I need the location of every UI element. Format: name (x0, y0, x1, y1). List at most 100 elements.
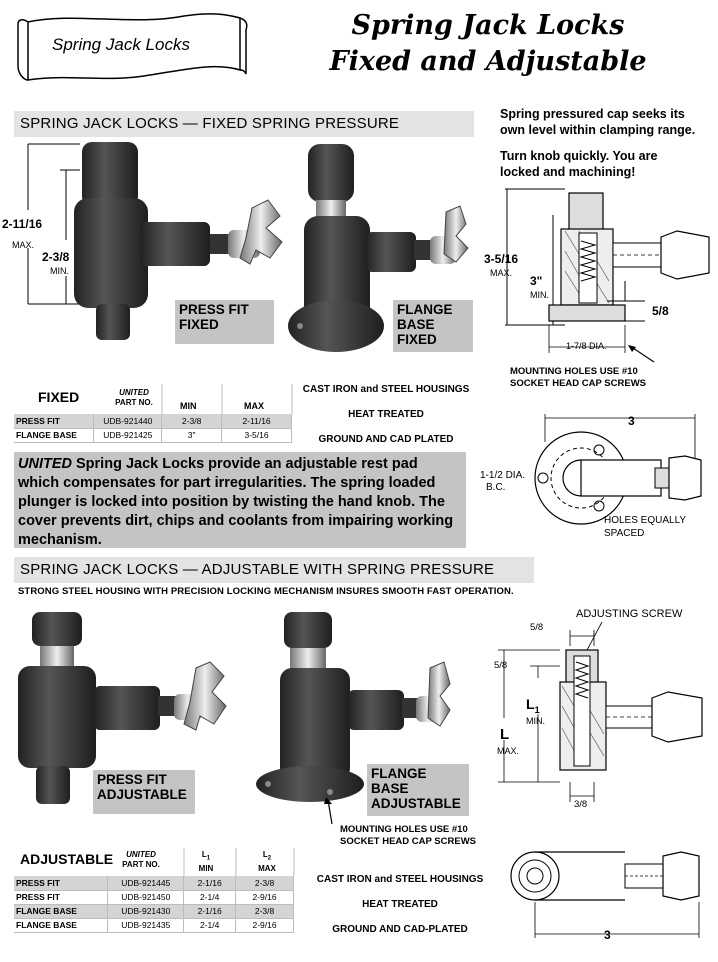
header-line: MAX (258, 863, 276, 873)
note-line: B.C. (486, 482, 506, 493)
min-value: 2-1/16 (183, 876, 237, 891)
fixed-spec-table: PRESS FIT UDB-921440 2-3/8 2-11/16 FLANG… (14, 414, 292, 443)
row-label: FLANGE BASE (14, 918, 109, 933)
caption-press-fit-adjustable: PRESS FIT ADJUSTABLE (93, 770, 195, 814)
adjustable-l-max: MAX. (497, 746, 520, 756)
header-line: UNITED (119, 388, 149, 397)
arrow-icon (628, 345, 655, 363)
note-line: MOUNTING HOLES USE #10 (510, 366, 638, 377)
adjustable-material-notes: CAST IRON and STEEL HOUSINGS HEAT TREATE… (300, 874, 500, 935)
fixed-diagram-inner-value: 3" (530, 274, 543, 288)
press-fit-adjustable-jack-lock-image (18, 612, 227, 804)
note-turn-knob: Turn knob quickly. You are locked and ma… (500, 148, 657, 180)
flange-base-fixed-jack-lock-image (288, 144, 469, 352)
max-value: 2-3/8 (235, 904, 294, 919)
fixed-table-header-dividers (161, 384, 293, 414)
press-fit-fixed-jack-lock-image (74, 142, 283, 340)
arrow-icon (324, 797, 333, 825)
fixed-max-height-value: 2-11/16 (2, 217, 43, 231)
adjustable-bottom-width: 3 (604, 928, 611, 942)
caption-line: BASE (397, 317, 435, 332)
table-row: FLANGE BASE UDB-921435 2-1/4 2-9/16 (14, 918, 294, 933)
note-line: 1-1/2 DIA. (480, 470, 526, 481)
adjustable-l1-label: L1 (526, 696, 540, 715)
caption-line: PRESS FIT (97, 772, 167, 787)
table-row: FLANGE BASE UDB-921425 3" 3-5/16 (14, 428, 292, 443)
fixed-cross-section-diagram (505, 188, 710, 353)
note-line: Spring pressured cap seeks its (500, 107, 685, 121)
l2-letter: L (262, 850, 268, 859)
note-line: Turn knob quickly. You are (500, 149, 658, 163)
table-row: PRESS FIT UDB-921445 2-1/16 2-3/8 (14, 876, 294, 891)
fixed-table-part-header: UNITED PART NO. (108, 388, 160, 408)
adjustable-bottom-dim: 3/8 (574, 799, 588, 810)
fixed-diagram-gap-value: 5/8 (652, 304, 669, 318)
adjustable-top-dim: 5/8 (530, 622, 544, 633)
caption-line: BASE (371, 781, 409, 796)
fixed-top-view-holes: HOLES EQUALLY SPACED (604, 514, 686, 540)
min-value: 3" (161, 428, 223, 443)
fixed-min-height-value: 2-3/8 (42, 250, 70, 264)
page-title-line1: Spring Jack Locks (351, 10, 625, 41)
l1-letter: L (201, 850, 207, 859)
note-spring-cap: Spring pressured cap seeks its own level… (500, 106, 695, 138)
note-line: SPACED (604, 528, 645, 539)
fixed-mounting-holes-note: MOUNTING HOLES USE #10 SOCKET HEAD CAP S… (510, 366, 646, 390)
adjustable-table-part-header: UNITED PART NO. (115, 850, 167, 870)
adjustable-table-l2-header: L2 MAX (244, 850, 290, 874)
part-number: UDB-921450 (107, 890, 185, 905)
fixed-top-view-diagram (534, 414, 702, 525)
fixed-table-min-header: MIN (180, 401, 197, 411)
min-value: 2-1/4 (183, 890, 237, 905)
flange-base-adjustable-jack-lock-image (256, 612, 451, 802)
caption-press-fit-fixed: PRESS FIT FIXED (175, 300, 274, 344)
fixed-top-view-bc: 1-1/2 DIA. B.C. (480, 470, 525, 494)
banner-label: Spring Jack Locks (52, 35, 190, 54)
header-line: PART NO. (115, 398, 153, 407)
fixed-diagram-height-value: 3-5/16 (484, 252, 519, 266)
note-line: HEAT TREATED (348, 409, 424, 420)
caption-line: ADJUSTABLE (97, 787, 187, 802)
part-number: UDB-921425 (93, 428, 163, 443)
note-line: CAST IRON and STEEL HOUSINGS (316, 874, 484, 885)
fixed-diagram-base-dia: 1-7/8 DIA. (566, 341, 607, 351)
note-line: GROUND AND CAD PLATED (318, 434, 454, 445)
note-line: SOCKET HEAD CAP SCREWS (340, 836, 477, 847)
part-number: UDB-921435 (107, 918, 185, 933)
caption-flange-base-adjustable: FLANGE BASE ADJUSTABLE (367, 764, 469, 816)
max-value: 2-9/16 (235, 890, 294, 905)
adjustable-side-dim: 5/8 (494, 660, 508, 671)
note-line: CAST IRON and STEEL HOUSINGS (302, 384, 470, 395)
header-line: UNITED (126, 850, 156, 859)
note-line: GROUND AND CAD-PLATED (332, 924, 468, 935)
header-line: MIN (198, 863, 214, 873)
note-line: SOCKET HEAD CAP SCREWS (510, 378, 647, 389)
table-row: PRESS FIT UDB-921440 2-3/8 2-11/16 (14, 414, 292, 429)
fixed-max-height-label: MAX. (12, 240, 35, 250)
fixed-section-heading: SPRING JACK LOCKS — FIXED SPRING PRESSUR… (14, 111, 474, 137)
note-line: HEAT TREATED (362, 899, 438, 910)
fixed-material-notes: CAST IRON and STEEL HOUSINGS HEAT TREATE… (294, 384, 478, 445)
l1-subscript: 1 (534, 704, 540, 715)
l1-subscript: 1 (206, 855, 211, 862)
caption-flange-base-fixed: FLANGE BASE FIXED (393, 300, 473, 352)
part-number: UDB-921440 (93, 414, 163, 429)
header-line: PART NO. (122, 860, 160, 869)
page-title-line2: Fixed and Adjustable (329, 46, 647, 77)
row-label: PRESS FIT (14, 876, 109, 891)
min-value: 2-3/8 (161, 414, 223, 429)
fixed-min-height-label: MIN. (50, 266, 69, 276)
part-number: UDB-921445 (107, 876, 185, 891)
adjustable-mounting-holes-note: MOUNTING HOLES USE #10 SOCKET HEAD CAP S… (340, 824, 476, 848)
row-label: PRESS FIT (14, 890, 109, 905)
adjustable-bottom-view-diagram (510, 851, 700, 938)
adjustable-table-l1-header: L1 MIN (186, 850, 226, 874)
fixed-top-view-width: 3 (628, 414, 635, 428)
description-text: Spring Jack Locks provide an adjustable … (18, 456, 454, 548)
caption-line: FLANGE (397, 302, 453, 317)
description-brand: UNITED (18, 456, 72, 472)
product-description: UNITED Spring Jack Locks provide an adju… (14, 452, 466, 548)
max-value: 2-3/8 (235, 876, 294, 891)
table-row: PRESS FIT UDB-921450 2-1/4 2-9/16 (14, 890, 294, 905)
adjustable-subheading: STRONG STEEL HOUSING WITH PRECISION LOCK… (18, 586, 514, 597)
